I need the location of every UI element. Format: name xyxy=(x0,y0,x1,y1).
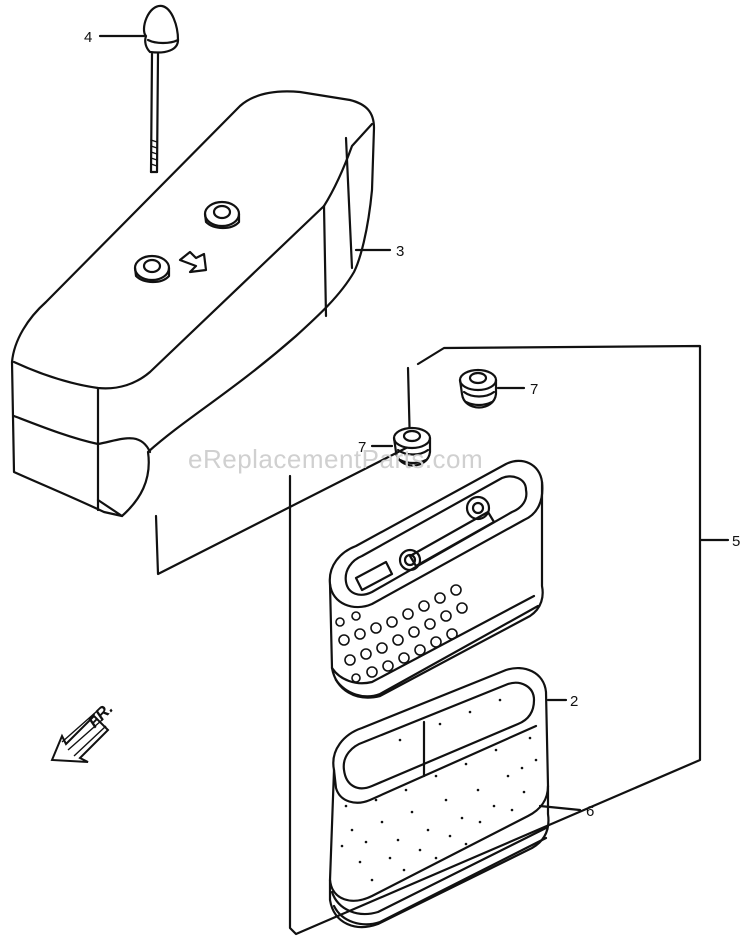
callout-2: 2 xyxy=(570,693,578,710)
callout-7-right: 7 xyxy=(530,381,538,398)
leader-6 xyxy=(538,804,582,812)
fitment-line xyxy=(154,366,412,576)
callout-6: 6 xyxy=(586,803,594,820)
callout-3: 3 xyxy=(396,243,404,260)
kit-bracket xyxy=(288,344,730,936)
grommet-part-left xyxy=(370,426,432,467)
grommet-part-right xyxy=(458,368,526,409)
foam-pre-cleaner-part xyxy=(328,666,550,929)
callout-5: 5 xyxy=(732,533,740,550)
watermark: eReplacementParts.com xyxy=(188,444,483,474)
callout-7-left: 7 xyxy=(358,439,366,456)
callout-4: 4 xyxy=(84,29,92,46)
direction-arrow-icon xyxy=(178,250,208,274)
front-arrow-icon xyxy=(50,711,110,763)
cover-grommet-front xyxy=(133,254,171,284)
wing-bolt-part xyxy=(142,4,180,174)
cover-grommet-rear xyxy=(203,200,241,230)
paper-filter-element xyxy=(328,459,544,699)
air-cleaner-cover-part xyxy=(10,90,376,518)
